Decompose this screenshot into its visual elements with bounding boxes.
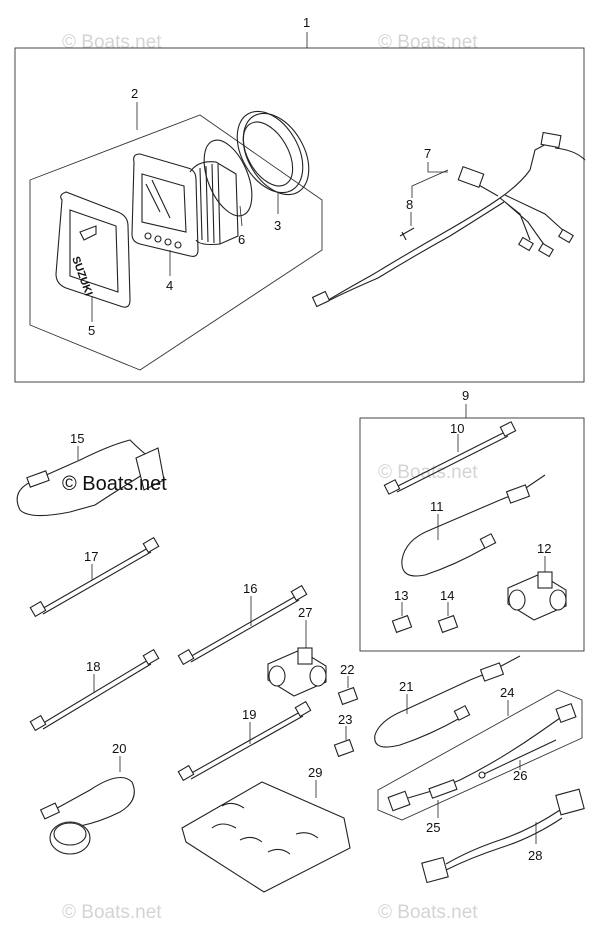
callout-2: 2 [131,86,138,101]
callout-7: 7 [424,146,431,161]
callout-28: 28 [528,848,542,863]
parts-bag-part-29: 29 [181,765,351,893]
power-cable-part-15: 15 [16,431,165,517]
cable-tie-part-26: 26 [478,739,557,783]
callout-6: 6 [238,232,245,247]
backbone-cable-part-10: 10 [383,421,517,495]
watermark-middle: © Boats.net [62,473,167,495]
drop-cable-part-19: 19 [177,700,312,782]
callout-19: 19 [242,707,256,722]
sensor-part-20: 20 [39,741,135,855]
retaining-nut-part-3: 3 [236,110,310,233]
gauge-cover-part-5: SUZUKI 5 [55,191,131,338]
terminator-part-14: 14 [437,588,459,634]
terminator-part-23: 23 [333,712,355,758]
drop-cable-part-16: 16 [177,581,308,666]
power-cable-part-11: 11 [401,474,546,577]
callout-24: 24 [500,685,514,700]
callout-4: 4 [166,278,173,293]
callout-14: 14 [440,588,454,603]
callout-26: 26 [513,768,527,783]
callout-10: 10 [450,421,464,436]
callout-13: 13 [394,588,408,603]
callout-17: 17 [84,549,98,564]
adapter-harness-part-28: 28 [421,788,585,884]
kit-box-24: 24 [377,685,583,821]
watermark-bottom-right: © Boats.net [378,902,478,923]
callout-11: 11 [430,499,444,514]
t-connector-part-12: 12 [507,541,567,621]
kit-box-1: 1 [14,15,585,383]
callout-21: 21 [399,679,413,694]
watermark-bottom-left: © Boats.net [62,902,162,923]
callout-22: 22 [340,662,354,677]
watermark-middle-right: © Boats.net [378,462,478,483]
terminator-part-22: 22 [337,662,359,706]
fuse-holder-part-25: 25 [387,702,577,835]
callout-15: 15 [70,431,84,446]
callout-16: 16 [243,581,257,596]
callout-23: 23 [338,712,352,727]
callout-5: 5 [88,323,95,338]
drop-cable-part-18: 18 [29,648,160,732]
callout-27: 27 [298,605,312,620]
gauge-barrel [189,161,239,246]
callout-18: 18 [86,659,100,674]
watermark-top-right: © Boats.net [378,32,478,53]
callout-8: 8 [406,197,413,212]
callout-25: 25 [426,820,440,835]
callout-1: 1 [303,15,310,30]
o-ring-part-6: 6 [203,139,253,247]
watermark-top-left: © Boats.net [62,32,162,53]
terminator-part-13: 13 [391,588,413,634]
kit-box-9: 9 [359,388,585,652]
callout-20: 20 [112,741,126,756]
gauge-body-part-4: 4 [131,153,199,293]
callout-29: 29 [308,765,322,780]
wiring-harness-part-7: 7 [311,131,586,308]
callout-9: 9 [462,388,469,403]
gauge-subassembly-box: 2 [29,86,323,371]
t-connector-part-27: 27 [267,605,327,697]
screw-part-8: 8 [399,197,415,241]
drop-cable-part-17: 17 [29,536,160,618]
callout-3: 3 [274,218,281,233]
callout-12: 12 [537,541,551,556]
power-cable-part-21: 21 [374,655,521,748]
